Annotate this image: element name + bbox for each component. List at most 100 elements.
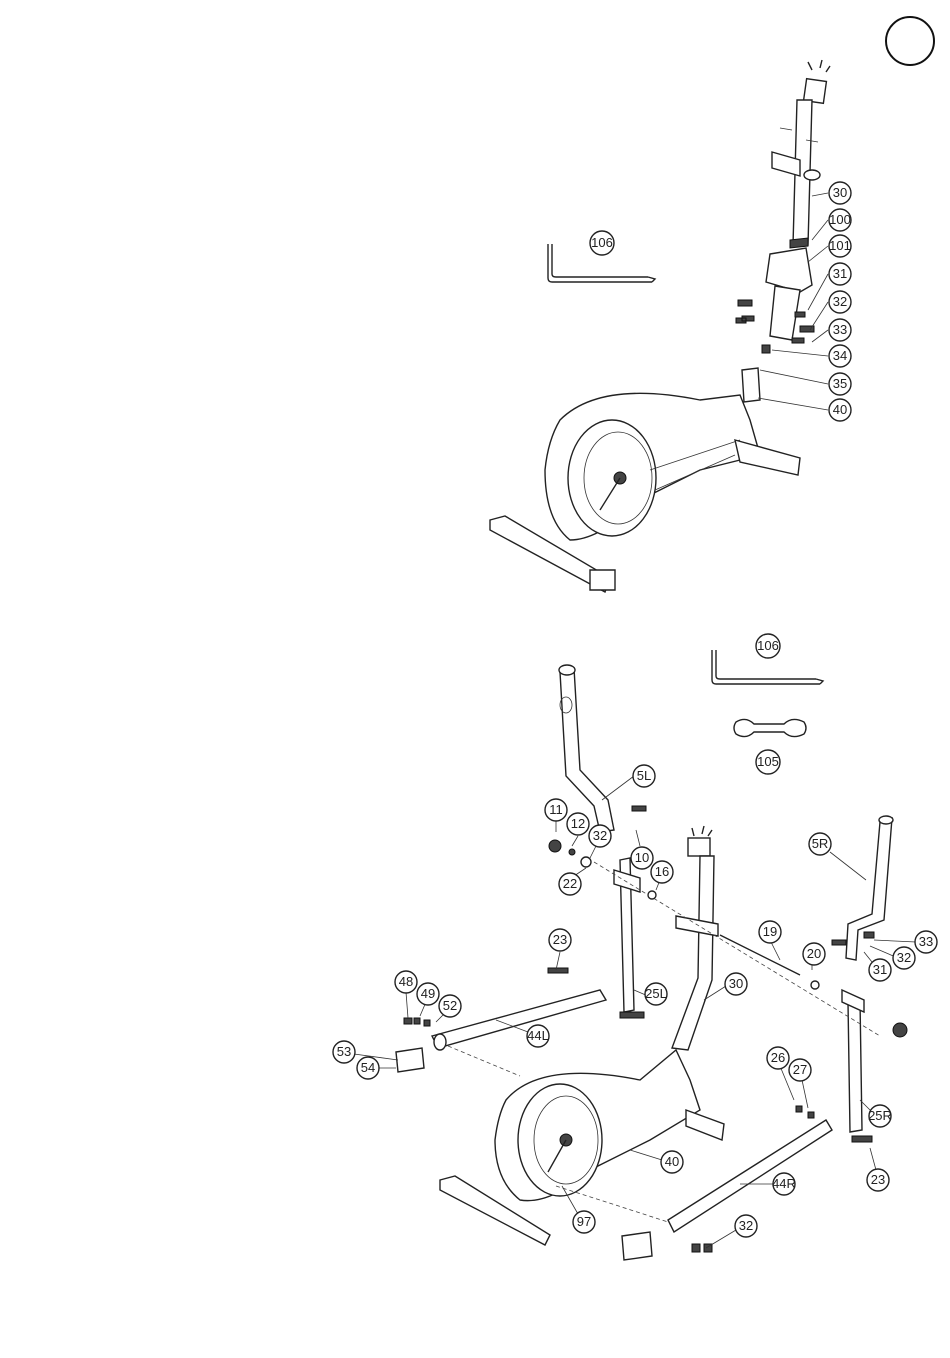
pedal-rail-44R (622, 1120, 832, 1260)
callout-33-step2: 33 (915, 931, 937, 953)
svg-text:53: 53 (337, 1044, 351, 1059)
pedal-arm-25R (842, 990, 864, 1132)
svg-text:16: 16 (655, 864, 669, 879)
step1-assembly: 30 100 101 31 32 33 34 35 40 106 (490, 60, 851, 592)
pedal-arm-25L (614, 858, 640, 1012)
callout-5R: 5R (809, 833, 831, 855)
callout-23b: 23 (867, 1169, 889, 1191)
svg-text:105: 105 (757, 754, 779, 769)
callout-31-step2: 31 (869, 959, 891, 981)
svg-text:22: 22 (563, 876, 577, 891)
svg-text:48: 48 (399, 974, 413, 989)
callout-19: 19 (759, 921, 781, 943)
svg-text:25L: 25L (645, 986, 667, 1001)
svg-text:32: 32 (897, 950, 911, 965)
svg-text:5L: 5L (637, 768, 651, 783)
svg-text:32: 32 (593, 828, 607, 843)
svg-text:30: 30 (833, 185, 847, 200)
callout-30: 30 (829, 182, 851, 204)
svg-text:40: 40 (833, 402, 847, 417)
callout-100: 100 (829, 209, 851, 231)
svg-text:97: 97 (577, 1214, 591, 1229)
callout-22: 22 (559, 873, 581, 895)
svg-text:33: 33 (919, 934, 933, 949)
callout-12: 12 (567, 813, 589, 835)
callout-30-step2: 30 (725, 973, 747, 995)
callout-10: 10 (631, 847, 653, 869)
svg-text:35: 35 (833, 376, 847, 391)
callout-33: 33 (829, 319, 851, 341)
svg-text:25R: 25R (868, 1108, 892, 1123)
svg-text:44R: 44R (772, 1176, 796, 1191)
svg-text:100: 100 (829, 212, 851, 227)
svg-text:32: 32 (739, 1218, 753, 1233)
callout-35: 35 (829, 373, 851, 395)
svg-text:106: 106 (757, 638, 779, 653)
svg-text:31: 31 (873, 962, 887, 977)
callout-25R: 25R (868, 1105, 892, 1127)
main-frame-40 (490, 368, 800, 592)
callout-106-step1: 106 (590, 231, 614, 255)
svg-text:5R: 5R (812, 836, 829, 851)
svg-text:101: 101 (829, 238, 851, 253)
svg-text:23: 23 (871, 1172, 885, 1187)
svg-text:33: 33 (833, 322, 847, 337)
svg-text:34: 34 (833, 348, 847, 363)
shroud-101 (766, 238, 812, 340)
callout-105: 105 (756, 750, 780, 774)
svg-text:49: 49 (421, 986, 435, 1001)
callout-40: 40 (829, 399, 851, 421)
callout-40-step2: 40 (661, 1151, 683, 1173)
svg-text:12: 12 (571, 816, 585, 831)
callout-97: 97 (573, 1211, 595, 1233)
callout-54: 54 (357, 1057, 379, 1079)
callout-25L: 25L (645, 983, 667, 1005)
wrench-105 (734, 719, 806, 736)
svg-text:11: 11 (549, 802, 563, 817)
callout-11: 11 (545, 799, 567, 821)
step-marker (886, 17, 934, 65)
callout-32a: 32 (589, 825, 611, 847)
callout-44L: 44L (527, 1025, 549, 1047)
svg-text:40: 40 (665, 1154, 679, 1169)
callout-32b: 32 (893, 947, 915, 969)
pedal-53 (396, 1048, 424, 1072)
callout-48: 48 (395, 971, 417, 993)
callout-32: 32 (829, 291, 851, 313)
step1-callouts: 30 100 101 31 32 33 34 35 40 106 (590, 182, 851, 421)
center-mast-30 (672, 826, 718, 1050)
callout-26: 26 (767, 1047, 789, 1069)
svg-text:19: 19 (763, 924, 777, 939)
svg-text:44L: 44L (527, 1028, 549, 1043)
svg-text:106: 106 (591, 235, 613, 250)
svg-text:30: 30 (729, 976, 743, 991)
svg-text:31: 31 (833, 266, 847, 281)
callout-44R: 44R (772, 1173, 796, 1195)
callout-27: 27 (789, 1059, 811, 1081)
callout-53: 53 (333, 1041, 355, 1063)
svg-text:10: 10 (635, 850, 649, 865)
callout-101: 101 (829, 235, 851, 257)
callout-20: 20 (803, 943, 825, 965)
callout-49: 49 (417, 983, 439, 1005)
svg-text:54: 54 (361, 1060, 375, 1075)
step2-assembly: 106 105 5L 11 12 32 10 22 16 23 25L 30 1… (333, 634, 937, 1260)
svg-text:27: 27 (793, 1062, 807, 1077)
callout-23a: 23 (549, 929, 571, 951)
callout-32c: 32 (735, 1215, 757, 1237)
callout-34: 34 (829, 345, 851, 367)
callout-106-step2: 106 (756, 634, 780, 658)
svg-text:52: 52 (443, 998, 457, 1013)
svg-text:32: 32 (833, 294, 847, 309)
svg-text:23: 23 (553, 932, 567, 947)
callout-52: 52 (439, 995, 461, 1017)
axle-19 (720, 935, 800, 975)
callout-16: 16 (651, 861, 673, 883)
console-mast-30 (772, 60, 830, 245)
svg-text:26: 26 (771, 1050, 785, 1065)
svg-text:20: 20 (807, 946, 821, 961)
callout-5L: 5L (633, 765, 655, 787)
callout-31: 31 (829, 263, 851, 285)
